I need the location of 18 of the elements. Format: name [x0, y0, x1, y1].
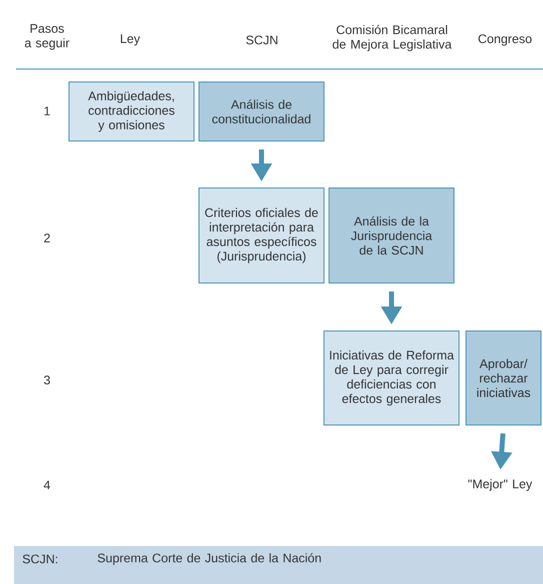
- step-number: 4: [44, 480, 50, 490]
- process-box: Análisis de la Jurisprudencia de la SCJN: [328, 188, 454, 284]
- column-header: Comisión Bicamaral de Mejora Legislativa: [332, 24, 452, 52]
- process-box: Criterios oficiales de interpretación para asuntos específicos (Jurisprudencia): [198, 188, 324, 284]
- step-number: 2: [44, 234, 50, 242]
- note-text: Suprema Corte de Justicia de la Nación: [98, 553, 321, 565]
- process-box: Aprobar/ rechazar iniciativas: [466, 330, 542, 426]
- column-header: SCJN: [246, 36, 278, 44]
- step-number: 1: [44, 106, 50, 116]
- abbreviation: SCJN:: [22, 554, 58, 564]
- column-header: Ley: [120, 34, 140, 46]
- step-number: 3: [44, 376, 50, 384]
- process-box: Iniciativas de Reforma de Ley para corregir deficiencias con efectos generales: [324, 330, 460, 426]
- result-text: "Mejor" Ley: [468, 479, 532, 491]
- column-header: Pasos a seguir: [24, 24, 70, 50]
- process-box: Ambigüedades, contradicciones y omisiones: [68, 82, 194, 142]
- column-header: Congreso: [478, 34, 532, 46]
- process-box: Análisis de constitucionalidad: [198, 82, 324, 142]
